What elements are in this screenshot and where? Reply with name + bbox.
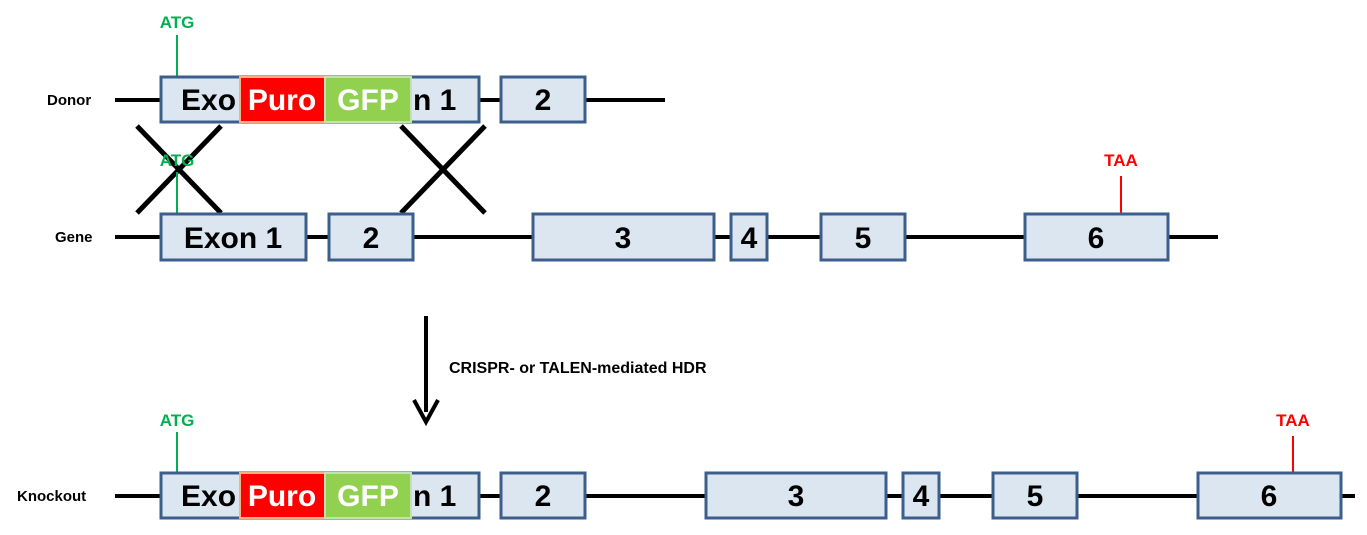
knockout-puro-label: Puro — [248, 480, 316, 513]
donor-puro-label: Puro — [248, 84, 316, 117]
knockout-exon-6-label: 6 — [1261, 480, 1278, 513]
knockout-exon-2-label: 2 — [535, 480, 552, 513]
gene-exon-6-label: 6 — [1088, 222, 1105, 255]
gene-exon-3 — [531, 212, 716, 262]
gene-exon-5 — [819, 212, 907, 262]
gene-start-codon: ATG — [160, 151, 195, 170]
donor-gfp-label: GFP — [337, 84, 399, 117]
donor-gfp-cassette — [324, 76, 412, 123]
gene-exon-1-label: Exon 1 — [184, 222, 282, 255]
knockout-gfp-cassette — [324, 472, 412, 519]
gene-label: Gene — [55, 229, 93, 246]
gene-exon-6 — [1023, 212, 1170, 262]
knockout-label: Knockout — [17, 488, 86, 505]
knockout-exon-5 — [991, 471, 1079, 520]
donor-exon-2 — [499, 75, 587, 124]
gene-exon-4-label: 4 — [741, 222, 758, 255]
process-arrow-head — [412, 399, 440, 427]
gene-exon-2-label: 2 — [363, 222, 380, 255]
knockout-exon-5-label: 5 — [1027, 480, 1044, 513]
donor-start-codon: ATG — [160, 13, 195, 32]
knockout-stop-codon: TAA — [1276, 411, 1310, 430]
process-arrow-label: CRISPR- or TALEN-mediated HDR — [449, 360, 707, 377]
knockout-exon-6 — [1196, 471, 1343, 520]
gene-exon-2 — [327, 212, 415, 262]
donor-exon-2-label: 2 — [535, 84, 552, 117]
gene-exon-5-label: 5 — [855, 222, 872, 255]
crossover-right-b — [399, 124, 487, 215]
knockout-exon-1-right: n 1 — [413, 480, 456, 513]
gene-exon-1 — [159, 212, 308, 262]
knockout-exon-3-label: 3 — [788, 480, 805, 513]
knockout-exon-4-label: 4 — [913, 480, 930, 513]
gene-exon-3-label: 3 — [615, 222, 632, 255]
knockout-exon-3 — [704, 471, 888, 520]
gene-stop-codon: TAA — [1104, 151, 1138, 170]
donor-exon-1-left: Exo — [181, 84, 236, 117]
donor-label: Donor — [47, 92, 91, 109]
donor-exon-1-right: n 1 — [413, 84, 456, 117]
knockout-exon-1-left: Exo — [181, 480, 236, 513]
knockout-exon-4 — [901, 471, 941, 520]
knockout-start-codon: ATG — [160, 411, 195, 430]
knockout-gfp-label: GFP — [337, 480, 399, 513]
knockout-exon-2 — [499, 471, 587, 520]
crossover-left-b — [135, 124, 223, 215]
gene-exon-4 — [729, 212, 769, 262]
